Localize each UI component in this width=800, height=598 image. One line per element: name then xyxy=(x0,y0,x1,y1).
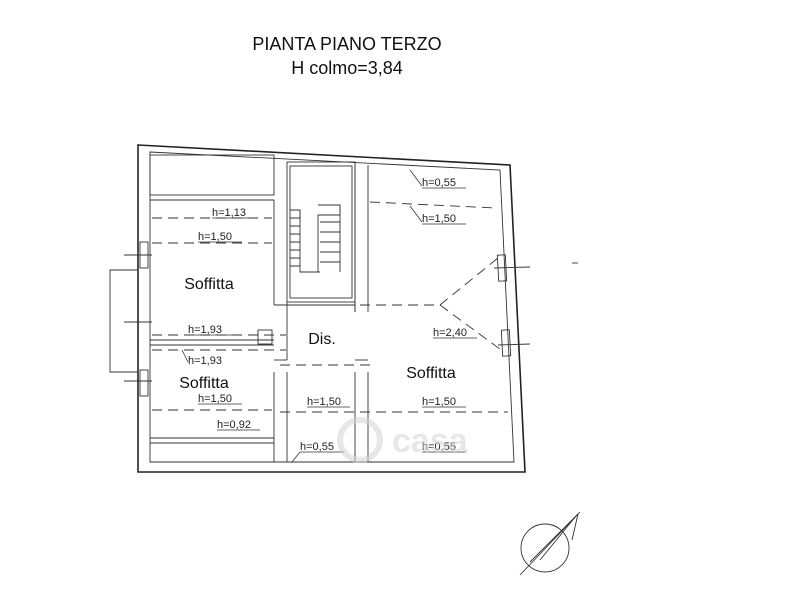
height-label: h=0,92 xyxy=(217,419,251,431)
height-label: h=1,50 xyxy=(307,396,341,408)
height-label: h=1,50 xyxy=(198,393,232,405)
stairwell xyxy=(286,161,356,303)
plan-title: PIANTA PIANO TERZO xyxy=(252,34,441,54)
height-label: h=0,55 xyxy=(422,177,456,189)
height-label: h=1,50 xyxy=(422,396,456,408)
windows xyxy=(124,241,531,397)
left-balcony xyxy=(109,269,152,373)
height-label: h=1,50 xyxy=(198,231,232,243)
room-label-soffitta-top-left: Soffitta xyxy=(184,276,234,293)
room-label-disimpegno: Dis. xyxy=(308,331,336,348)
height-label: h=2,40 xyxy=(433,327,467,339)
ridge-height: H colmo=3,84 xyxy=(291,58,403,78)
watermark: casa xyxy=(337,417,469,463)
central-corridor xyxy=(274,302,369,462)
height-label: h=1,93 xyxy=(188,355,222,367)
height-label: h=1,50 xyxy=(422,213,456,225)
top-left-storage xyxy=(149,154,275,196)
height-labels: h=1,13 h=1,50 h=1,93 h=1,93 h=1,50 h=0,9… xyxy=(181,169,477,463)
right-walls xyxy=(354,162,369,312)
watermark-text: casa xyxy=(392,422,469,460)
height-label: h=0,55 xyxy=(300,441,334,453)
room-label-soffitta-bottom-left: Soffitta xyxy=(179,375,229,392)
height-label: h=1,13 xyxy=(212,207,246,219)
north-arrow-icon xyxy=(519,511,581,576)
height-label: h=1,93 xyxy=(188,324,222,336)
height-label: h=0,55 xyxy=(422,441,456,453)
outer-walls xyxy=(137,144,526,473)
left-partitions xyxy=(150,199,275,462)
room-label-soffitta-right: Soffitta xyxy=(406,365,456,382)
